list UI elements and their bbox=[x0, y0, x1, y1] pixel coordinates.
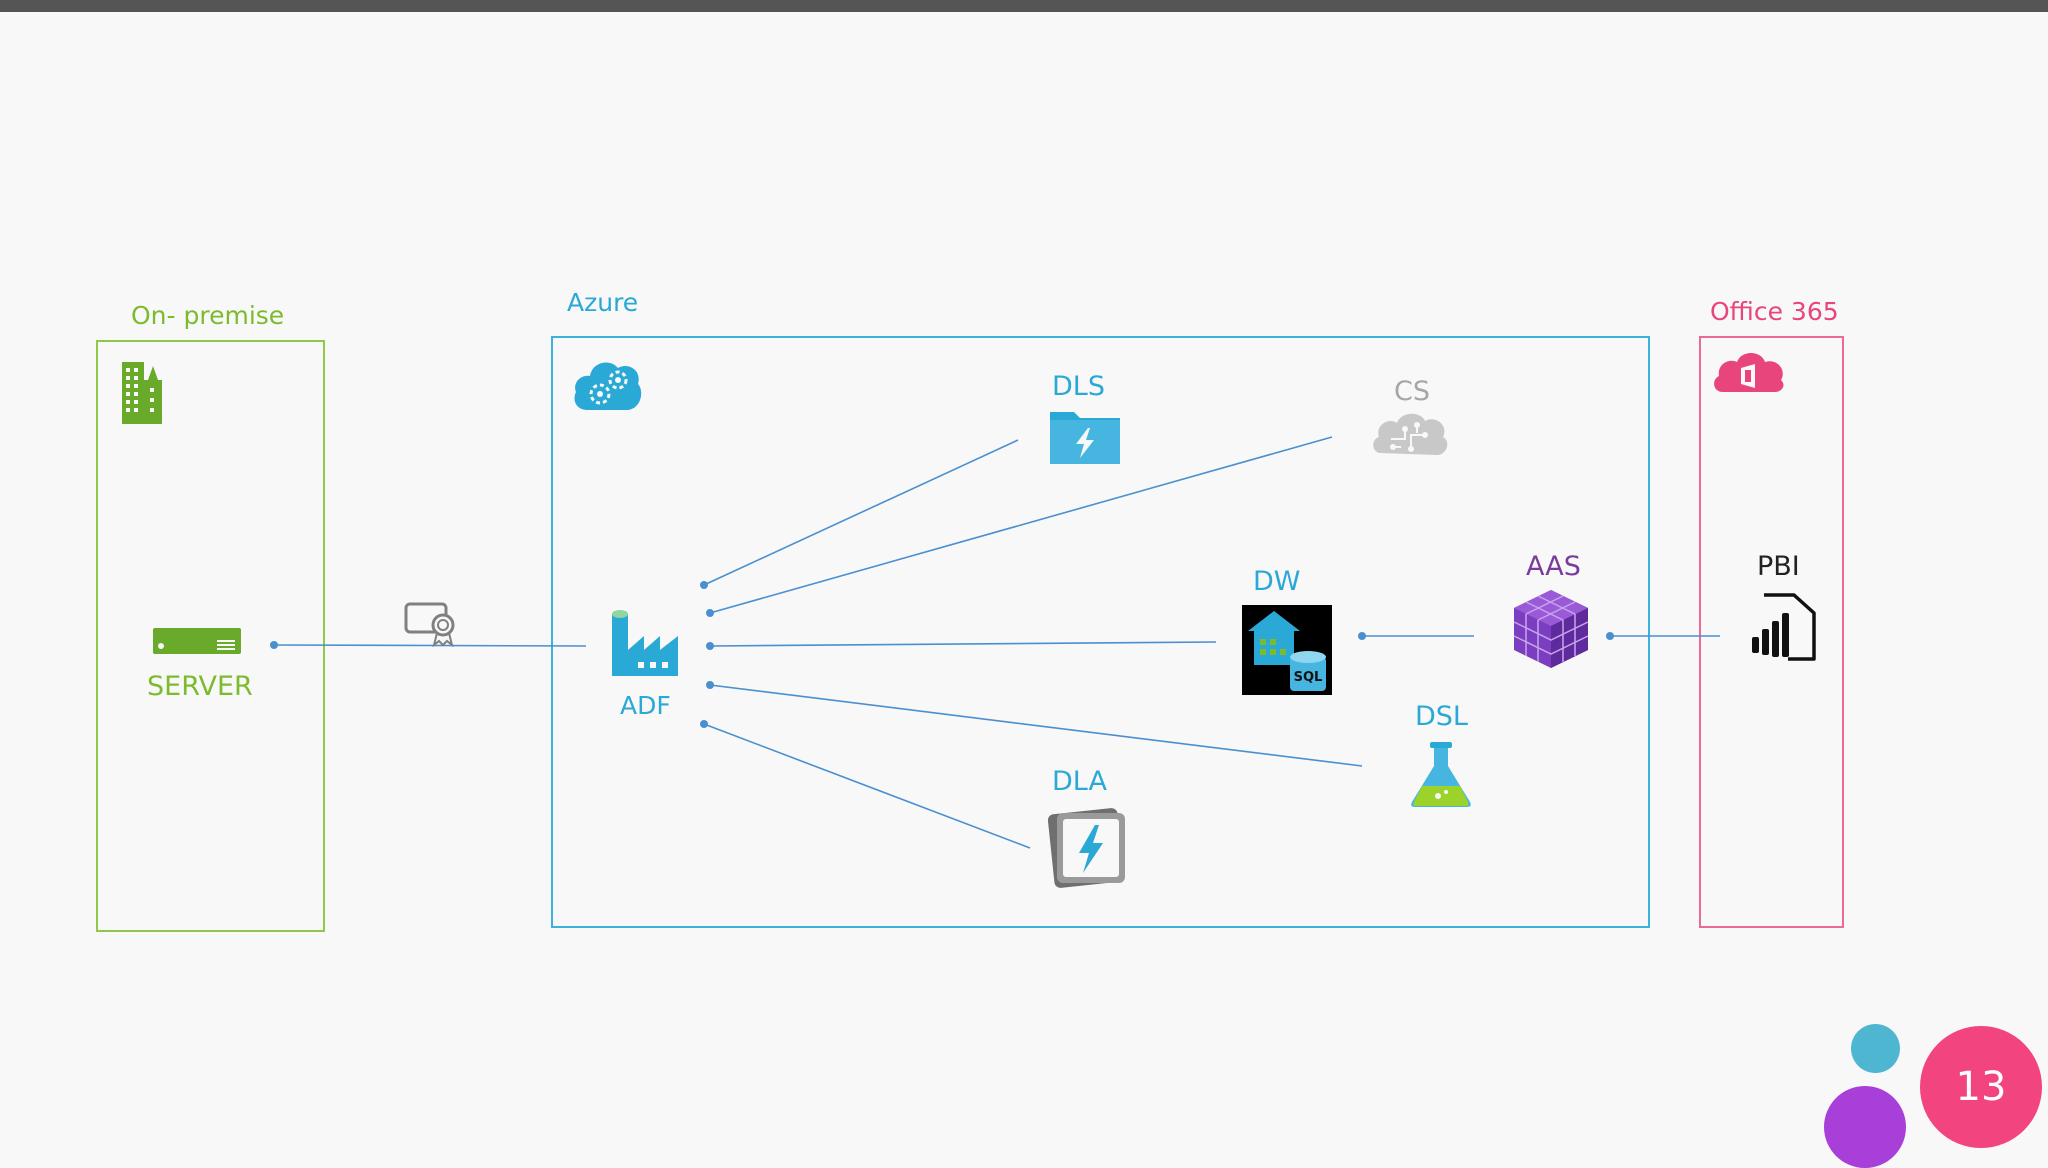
decor-dot-purple bbox=[1824, 1086, 1906, 1168]
edge-dot bbox=[706, 642, 714, 650]
page-number-badge: 13 bbox=[1920, 1026, 2042, 1148]
lightning-icon bbox=[1047, 808, 1125, 888]
certificate-icon bbox=[404, 602, 455, 647]
edge-dot bbox=[700, 720, 708, 728]
edge-server-adf bbox=[273, 644, 587, 647]
office365-zone-label: Office 365 bbox=[1710, 297, 1839, 326]
decor-dot-teal bbox=[1851, 1024, 1900, 1073]
edge-dot bbox=[700, 581, 708, 589]
edge-adf-dla bbox=[703, 723, 1031, 849]
edge-dot bbox=[1358, 632, 1366, 640]
edge-dot bbox=[1606, 632, 1614, 640]
brain-icon bbox=[1373, 413, 1448, 455]
powerbi-icon bbox=[1752, 593, 1816, 661]
office365-zone bbox=[1699, 336, 1844, 928]
dls-label: DLS bbox=[1052, 371, 1105, 402]
server-label: SERVER bbox=[147, 671, 253, 702]
azure-zone bbox=[551, 336, 1650, 928]
server-icon bbox=[153, 628, 241, 654]
factory-icon bbox=[612, 610, 678, 676]
pbi-label: PBI bbox=[1757, 551, 1800, 582]
page-number: 13 bbox=[1955, 1064, 2007, 1110]
dw-label: DW bbox=[1253, 566, 1301, 597]
cloud-gear-icon bbox=[574, 362, 642, 410]
edge-adf-cs bbox=[709, 436, 1333, 614]
dla-label: DLA bbox=[1052, 766, 1107, 797]
edge-adf-dsl bbox=[709, 684, 1363, 767]
edge-dot bbox=[706, 681, 714, 689]
edge-dot bbox=[270, 641, 278, 649]
edge-dot bbox=[706, 609, 714, 617]
cube-icon bbox=[1513, 590, 1589, 668]
edge-adf-dls bbox=[703, 439, 1019, 586]
aas-label: AAS bbox=[1526, 551, 1581, 582]
edge-adf-dw bbox=[709, 641, 1217, 647]
flask-icon bbox=[1411, 742, 1471, 807]
onpremise-zone-label: On- premise bbox=[131, 301, 285, 330]
folder-lightning-icon bbox=[1050, 412, 1120, 464]
adf-label: ADF bbox=[620, 691, 671, 720]
azure-zone-label: Azure bbox=[567, 288, 639, 317]
cs-label: CS bbox=[1394, 376, 1430, 407]
office-cloud-icon bbox=[1714, 353, 1784, 392]
svg-text:SQL: SQL bbox=[1294, 670, 1323, 685]
building-icon bbox=[122, 362, 162, 424]
onpremise-zone bbox=[96, 340, 325, 932]
dsl-label: DSL bbox=[1415, 701, 1468, 732]
top-bar bbox=[0, 0, 2048, 12]
sql-warehouse-icon: SQL bbox=[1242, 605, 1332, 695]
